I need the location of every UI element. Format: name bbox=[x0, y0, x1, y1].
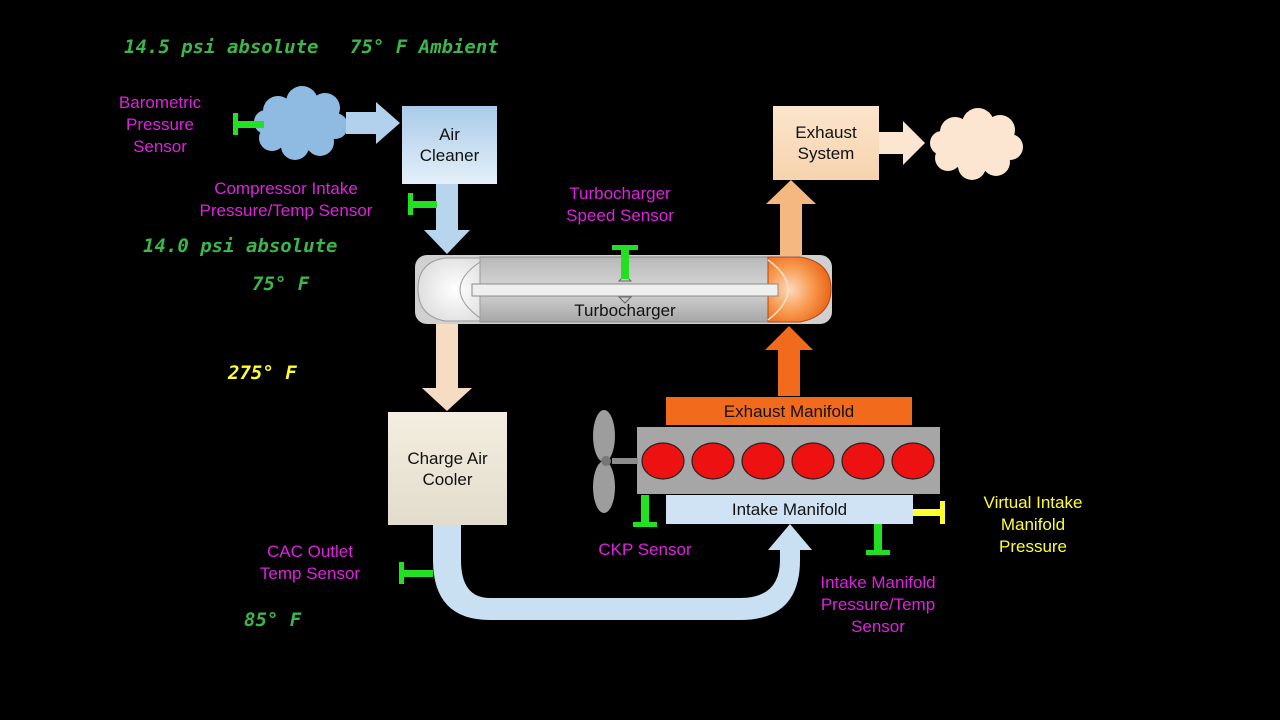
turbocharger-label: Turbocharger bbox=[574, 300, 676, 320]
ckp-sensor-marker bbox=[633, 495, 657, 527]
turbo-speed-sensor-label: Turbocharger Speed Sensor bbox=[566, 184, 674, 225]
intake-manifold-label: Intake Manifold bbox=[731, 500, 848, 519]
virtual-imp-marker bbox=[913, 501, 945, 524]
air-cleaner-box bbox=[402, 106, 497, 184]
exhaust-system-box bbox=[773, 106, 879, 180]
air-cleaner-label: Air Cleaner bbox=[419, 125, 480, 165]
cac-outlet-temp-note: 85° F bbox=[244, 609, 302, 631]
intake-manifold-sensor-marker bbox=[866, 524, 890, 555]
virtual-imp-label: Virtual Intake Manifold Pressure bbox=[983, 493, 1083, 556]
turbo-speed-sensor-marker bbox=[612, 245, 638, 279]
exhaust-manifold-bar bbox=[666, 397, 912, 425]
barometric-sensor-marker bbox=[233, 113, 264, 135]
cylinders bbox=[641, 442, 935, 480]
intake-air-cloud bbox=[254, 86, 348, 160]
ckp-sensor-label: CKP Sensor bbox=[598, 540, 692, 559]
engine-block bbox=[637, 427, 940, 494]
flow-pipe-cac-to-intake bbox=[433, 524, 812, 620]
compressor-outlet-temp-note: 275° F bbox=[228, 362, 297, 384]
inlet-pressure-note: 14.5 psi absolute bbox=[124, 36, 319, 58]
exhaust-cloud bbox=[930, 108, 1023, 180]
intake-manifold-bar bbox=[666, 495, 913, 524]
barometric-sensor-label: Barometric Pressure Sensor bbox=[118, 93, 202, 156]
intake-manifold-sensor-label: Intake Manifold Pressure/Temp Sensor bbox=[820, 573, 936, 636]
ambient-temp-note: 75° F Ambient bbox=[350, 36, 499, 58]
charge-air-cooler-label: Charge Air Cooler bbox=[407, 448, 488, 489]
flow-arrow-exhaust-out bbox=[879, 121, 925, 165]
compressor-inlet-temp-note: 75° F bbox=[252, 273, 310, 295]
compressor-intake-sensor-marker bbox=[408, 193, 437, 215]
flow-arrow-to-cac bbox=[422, 324, 472, 411]
flow-arrow-intake bbox=[346, 102, 400, 144]
flow-arrow-exhaust-to-turbine bbox=[765, 326, 813, 396]
flow-arrow-to-compressor bbox=[424, 184, 470, 254]
compressor-intake-sensor-label: Compressor Intake Pressure/Temp Sensor bbox=[199, 179, 373, 220]
compressor-inlet-pressure-note: 14.0 psi absolute bbox=[143, 235, 338, 257]
turbocharger-assembly bbox=[415, 255, 832, 324]
engine-fan bbox=[593, 410, 638, 513]
cac-outlet-sensor-label: CAC Outlet Temp Sensor bbox=[259, 542, 361, 583]
exhaust-system-label: Exhaust System bbox=[795, 123, 857, 163]
cac-outlet-sensor-marker bbox=[399, 562, 433, 584]
flow-arrow-to-exhaust-system bbox=[766, 180, 816, 256]
exhaust-manifold-label: Exhaust Manifold bbox=[723, 401, 855, 421]
charge-air-cooler-box bbox=[388, 412, 507, 525]
